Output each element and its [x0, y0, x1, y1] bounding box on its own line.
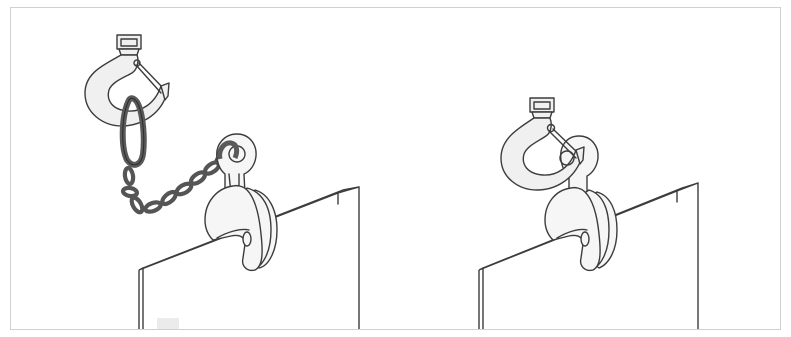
left-scene [85, 35, 359, 330]
illustration-frame [10, 7, 781, 330]
right-scene [479, 98, 698, 330]
illustration-canvas [11, 8, 781, 330]
left-plate-shadow [157, 318, 179, 330]
